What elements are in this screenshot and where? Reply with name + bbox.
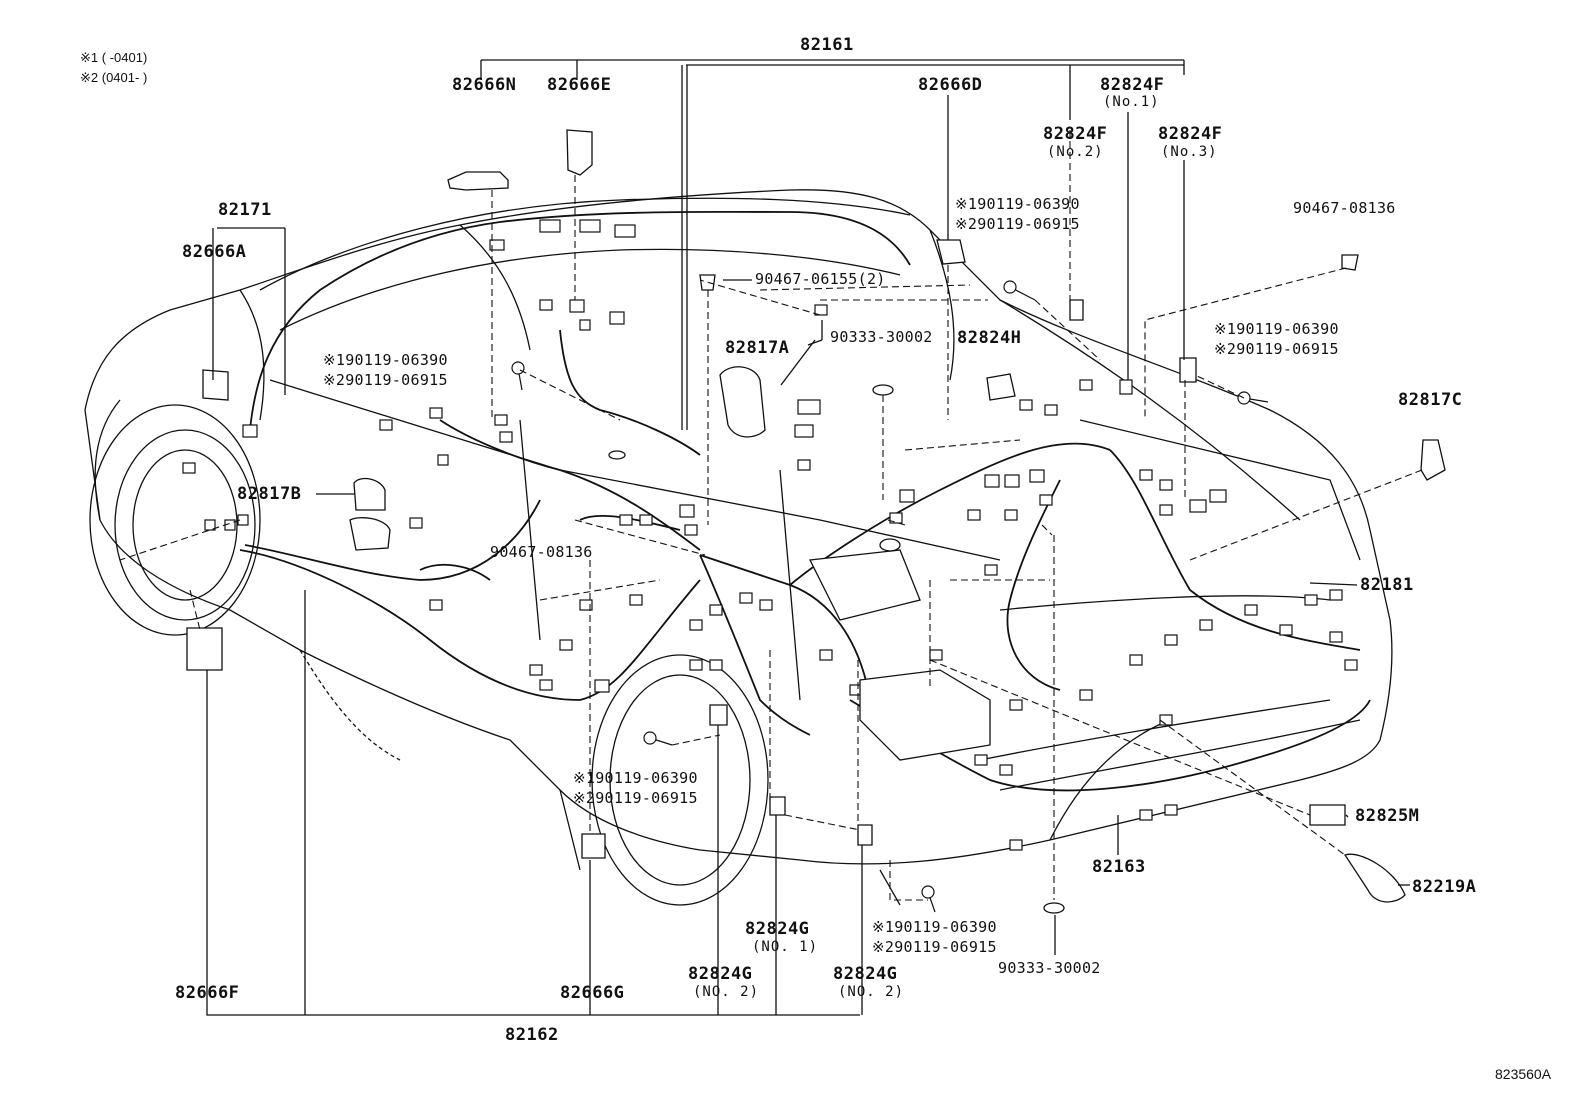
bolt-label-1a: ※190119-06390 xyxy=(955,195,1080,213)
part-label-82817C: 82817C xyxy=(1398,390,1463,410)
part-label-82219A: 82219A xyxy=(1412,877,1477,897)
part-label-90333-30002-bottom: 90333-30002 xyxy=(998,959,1101,977)
bolt-label-1b: ※290119-06915 xyxy=(955,215,1080,233)
connectors xyxy=(182,219,1358,851)
part-label-82817B: 82817B xyxy=(237,484,302,504)
part-label-82162: 82162 xyxy=(505,1025,559,1045)
bolt-label-5a: ※190119-06390 xyxy=(872,918,997,936)
rear-wheel xyxy=(591,654,769,906)
part-sub-82824F-no2: (No.2) xyxy=(1047,144,1104,160)
part-label-82824G-no2-left: 82824G xyxy=(688,964,753,984)
part-label-82824F-no1: 82824F xyxy=(1100,75,1165,95)
part-label-82161: 82161 xyxy=(800,35,854,55)
part-label-82824G-no2-right: 82824G xyxy=(833,964,898,984)
part-label-82666F: 82666F xyxy=(175,983,240,1003)
bolt-label-2b: ※290119-06915 xyxy=(323,371,448,389)
part-label-82824G-no1: 82824G xyxy=(745,919,810,939)
legend-note-2: ※2 (0401- ) xyxy=(80,70,148,85)
part-label-82666E: 82666E xyxy=(547,75,612,95)
bolt-label-5b: ※290119-06915 xyxy=(872,938,997,956)
leader-lines xyxy=(206,59,1410,1016)
dashed-leaders xyxy=(119,130,1423,901)
part-label-82666G: 82666G xyxy=(560,983,625,1003)
part-label-82163: 82163 xyxy=(1092,857,1146,877)
bolt-label-3a: ※190119-06390 xyxy=(1214,320,1339,338)
part-sub-82824F-no3: (No.3) xyxy=(1161,144,1218,160)
part-sub-82824G-no1: (NO. 1) xyxy=(752,939,819,955)
bolts xyxy=(511,280,1269,913)
part-label-90467-08136-top: 90467-08136 xyxy=(1293,199,1396,217)
part-label-82666A: 82666A xyxy=(182,242,247,262)
part-label-82824F-no2: 82824F xyxy=(1043,124,1108,144)
diagram-code: 823560A xyxy=(1495,1066,1552,1082)
part-sub-82824F-no1: (No.1) xyxy=(1103,94,1160,110)
part-label-82666N: 82666N xyxy=(452,75,517,95)
part-label-82171: 82171 xyxy=(218,200,272,220)
part-label-82666D: 82666D xyxy=(918,75,983,95)
part-label-90467-06155: 90467-06155(2) xyxy=(755,270,886,288)
bolt-label-2a: ※190119-06390 xyxy=(323,351,448,369)
part-sub-82824G-no2-right: (NO. 2) xyxy=(838,984,905,1000)
bolt-label-3b: ※290119-06915 xyxy=(1214,340,1339,358)
part-label-82817A: 82817A xyxy=(725,338,790,358)
components xyxy=(186,129,1446,914)
part-label-90333-30002-top: 90333-30002 xyxy=(830,328,933,346)
car-body-outline xyxy=(84,189,1393,906)
bolt-label-4a: ※190119-06390 xyxy=(573,769,698,787)
bolt-label-4b: ※290119-06915 xyxy=(573,789,698,807)
part-sub-82824G-no2-left: (NO. 2) xyxy=(693,984,760,1000)
part-label-82825M: 82825M xyxy=(1355,806,1420,826)
part-label-82824H: 82824H xyxy=(957,328,1022,348)
front-wheel xyxy=(89,404,261,636)
legend-note-1: ※1 ( -0401) xyxy=(80,50,148,65)
part-label-90467-08136-mid: 90467-08136 xyxy=(490,543,593,561)
part-label-82824F-no3: 82824F xyxy=(1158,124,1223,144)
part-label-82181: 82181 xyxy=(1360,575,1414,595)
